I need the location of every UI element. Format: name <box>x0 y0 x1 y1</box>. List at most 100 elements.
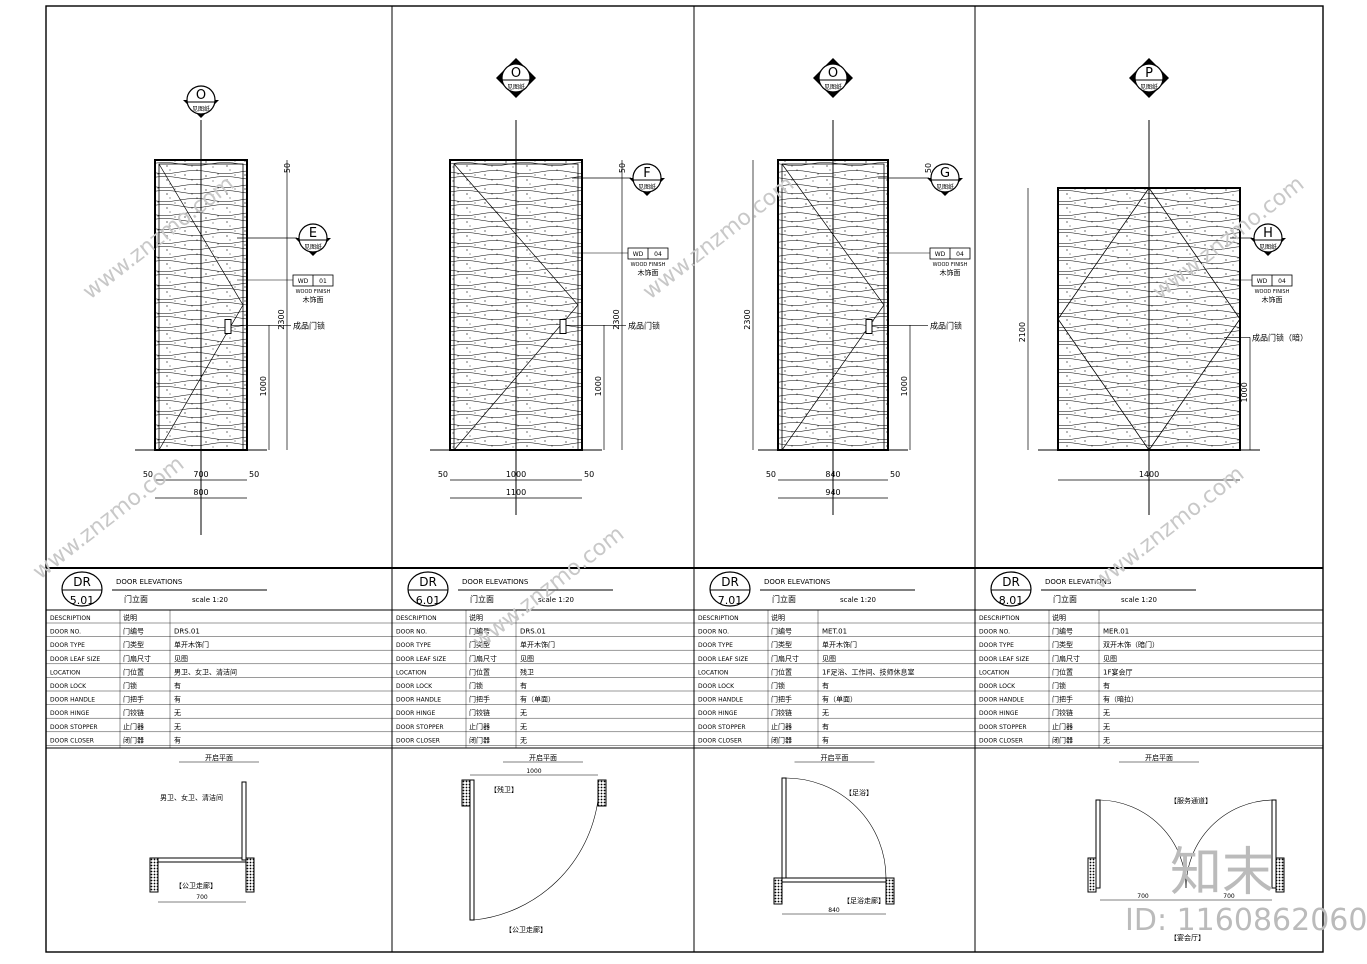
spec-key-cn: 门把手 <box>469 695 490 704</box>
spec-value: 无 <box>1103 736 1110 744</box>
spec-key-cn: 门编号 <box>469 627 490 636</box>
spec-value: 见图 <box>520 655 534 663</box>
spec-key-cn: 说明 <box>771 613 785 622</box>
dr-bubble <box>61 571 103 607</box>
spec-key-cn: 闭门器 <box>469 735 490 744</box>
spec-key-cn: 说明 <box>1052 613 1066 622</box>
plan-swing <box>473 799 599 921</box>
dr-label: DR <box>721 575 739 589</box>
dr-bubble <box>407 571 449 607</box>
door-elevation <box>1038 120 1260 515</box>
dim-outer: 1100 <box>506 488 526 497</box>
spec-key-cn: 止门器 <box>771 722 792 731</box>
spec-value: 有 <box>822 735 829 744</box>
spec-value: 单开木饰门 <box>520 640 555 649</box>
spec-key-cn: 门铰链 <box>1052 708 1073 717</box>
spec-key-en: DOOR CLOSER <box>396 737 440 744</box>
spec-key-en: DOOR LEAF SIZE <box>698 656 748 663</box>
spec-key-en: DOOR HINGE <box>50 710 90 717</box>
plan-title: 开启平面 <box>205 753 233 762</box>
spec-key-cn: 门把手 <box>771 695 792 704</box>
finish-num: 04 <box>1278 278 1286 285</box>
plan-wall <box>149 857 159 893</box>
spec-key-cn: 门铰链 <box>469 708 490 717</box>
spec-key-en: DOOR HINGE <box>979 710 1019 717</box>
plan-room: 【足浴】 <box>845 788 873 797</box>
spec-value: 有 <box>822 722 829 731</box>
marker-circle <box>1134 63 1164 93</box>
title-cn: 门立面 <box>470 594 494 604</box>
spec-value: 无 <box>1103 709 1110 717</box>
spec-key-cn: 门编号 <box>1052 627 1073 636</box>
spec-value: 单开木饰门 <box>174 640 209 649</box>
spec-key-en: DOOR TYPE <box>396 642 431 649</box>
spec-value: 无 <box>520 736 527 744</box>
marker-caption: 见图纸 <box>824 83 842 91</box>
swing-line <box>453 163 579 451</box>
dim-top: 50 <box>283 163 292 173</box>
dim-side: 50 <box>766 470 776 479</box>
spec-key-cn: 门锁 <box>123 681 137 690</box>
spec-value: 有 <box>1103 681 1110 690</box>
watermark-site: www.znzmo.com <box>28 451 189 584</box>
spec-value: 有（单面） <box>520 695 555 704</box>
plan-title: 开启平面 <box>1145 753 1173 762</box>
watermark-site: www.znzmo.com <box>468 521 629 654</box>
plan-swing <box>1185 799 1273 889</box>
spec-key-en: DOOR LEAF SIZE <box>50 656 100 663</box>
plan-dim-text: 700 <box>1137 893 1149 900</box>
title-cn: 门立面 <box>772 594 796 604</box>
watermark-site: www.znzmo.com <box>638 171 799 304</box>
dim-side: 50 <box>890 470 900 479</box>
dim-width: 700 <box>193 470 208 479</box>
spec-key-cn: 门位置 <box>771 667 792 676</box>
plan-leaf <box>241 781 247 861</box>
plan-room: 【服务通道】 <box>1170 796 1212 805</box>
plan-room: 【宴会厅】 <box>1170 933 1205 942</box>
spec-key-cn: 门锁 <box>469 681 483 690</box>
spec-key-cn: 闭门器 <box>771 735 792 744</box>
swing-line <box>158 163 244 451</box>
spec-value: 单开木饰门 <box>822 640 857 649</box>
spec-key-cn: 门扇尺寸 <box>123 654 151 663</box>
spec-value: 有 <box>520 681 527 690</box>
marker-caption: 见图纸 <box>1140 83 1158 91</box>
hardware-label: 成品门锁 <box>293 320 325 330</box>
spec-key-en: DOOR TYPE <box>698 642 733 649</box>
plan-dim-text: 840 <box>828 907 840 914</box>
plan-dim-text: 1000 <box>526 768 541 775</box>
spec-key-en: LOCATION <box>50 669 80 676</box>
plan-sill <box>781 877 887 883</box>
spec-key-en: DOOR TYPE <box>979 642 1014 649</box>
spec-value: 有（暗拉） <box>1103 695 1138 704</box>
spec-key-cn: 门位置 <box>1052 667 1073 676</box>
marker-letter: O <box>511 66 521 81</box>
dim-outer: 800 <box>193 488 208 497</box>
spec-key-en: DOOR NO. <box>979 629 1010 636</box>
plan-wall <box>885 877 895 905</box>
title-scale: scale 1:20 <box>1121 596 1157 604</box>
dr-number: 5.01 <box>70 594 95 607</box>
spec-value: 有（单面） <box>822 695 857 704</box>
marker-circle <box>818 63 848 93</box>
spec-value: 双开木饰（暗门） <box>1103 640 1159 649</box>
dr-number: 8.01 <box>999 594 1024 607</box>
spec-key-cn: 说明 <box>469 613 483 622</box>
title-cn: 门立面 <box>1053 594 1077 604</box>
hardware-label: 成品门锁 <box>628 320 660 330</box>
marker-caption: 见图纸 <box>507 83 525 91</box>
finish-code: WD <box>298 278 309 285</box>
marker-circle <box>186 85 216 115</box>
spec-value: 有 <box>174 695 181 704</box>
spec-key-cn: 门把手 <box>1052 695 1073 704</box>
dim-side: 50 <box>584 470 594 479</box>
